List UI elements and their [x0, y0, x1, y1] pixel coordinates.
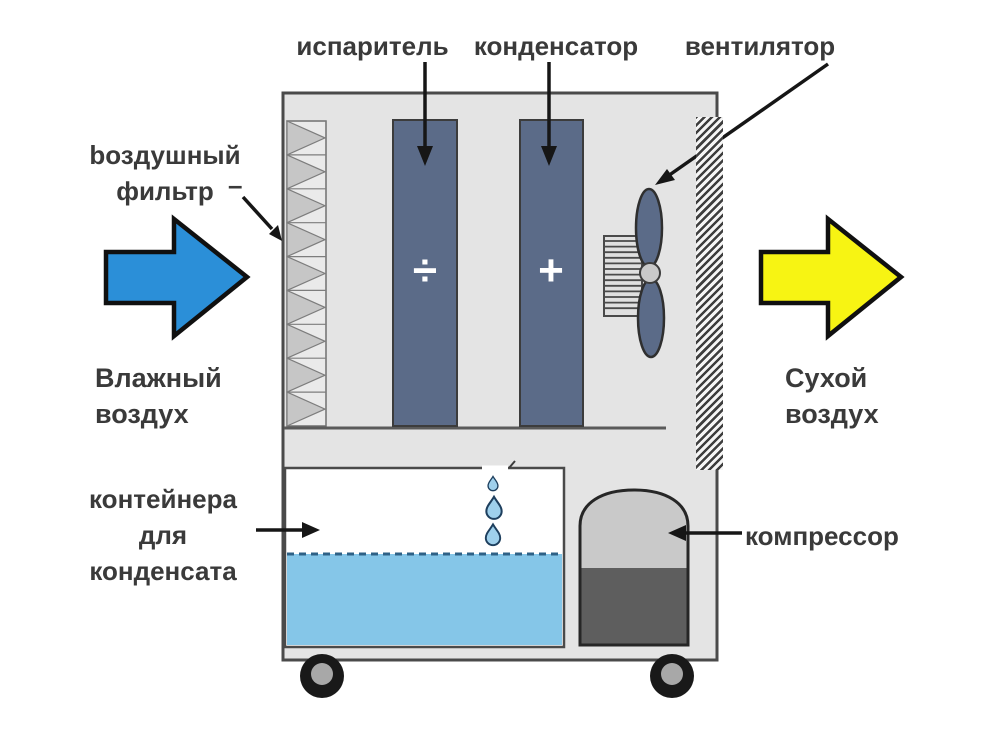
fan-arrow-head: [655, 169, 675, 185]
label-dry-air-line2: воздух: [785, 399, 879, 429]
label-air-filter: bоздушный фильтр: [60, 137, 270, 209]
fan-arrow-line: [666, 62, 830, 178]
humid-air-arrow: [103, 214, 251, 341]
label-air-filter-line2: фильтр: [116, 176, 214, 206]
label-condensate-line1: контейнера: [89, 484, 237, 514]
label-humid-air-line1: Влажный: [95, 363, 222, 393]
grille-lines: [605, 240, 641, 310]
label-condensate-line2: для: [138, 520, 188, 550]
label-dry-air: Сухой воздух: [785, 360, 879, 432]
label-evaporator: испаритель: [296, 31, 449, 61]
callout-arrows: [241, 62, 830, 541]
label-humid-air-line2: воздух: [95, 399, 189, 429]
filter-arrow-head: [269, 225, 282, 241]
compressor-bottom: [580, 568, 688, 645]
fan-motor-grille: [603, 235, 643, 317]
label-compressor: компрессор: [745, 521, 899, 551]
filter-pleats: [286, 120, 327, 427]
condensate-water: [287, 554, 562, 645]
label-condensate-line3: конденсата: [89, 556, 237, 586]
filter-callout-dash: –: [228, 170, 243, 200]
condensate-droplets: [484, 475, 503, 547]
label-humid-air: Влажный воздух: [95, 360, 222, 432]
evaporator-symbol: ÷: [413, 246, 437, 295]
evaporator-arrow-head: [417, 146, 433, 166]
evaporator-coil: [392, 119, 458, 427]
droplet-lower: [484, 522, 502, 547]
droplet-small: [487, 475, 499, 492]
caster-right: [650, 654, 694, 698]
tank-gap-tick: [508, 460, 516, 469]
caster-left-hub: [311, 663, 333, 685]
outlet-louvers: [696, 117, 723, 470]
condenser-coil: [519, 119, 584, 427]
caster-left: [300, 654, 344, 698]
filter-arrow-line: [241, 195, 274, 231]
label-condenser: конденсатор: [473, 31, 639, 61]
tank-arrow-head: [302, 522, 320, 538]
condenser-arrow-head: [541, 146, 557, 166]
label-condensate-container: контейнера для конденсата: [58, 481, 268, 589]
fan-hub: [639, 262, 661, 284]
droplet-medium: [485, 494, 503, 520]
condenser-symbol: +: [538, 246, 564, 295]
caster-right-hub: [661, 663, 683, 685]
compressor-arrow-head: [668, 525, 686, 541]
label-dry-air-line1: Сухой: [785, 363, 868, 393]
dry-air-arrow: [758, 214, 905, 341]
label-air-filter-line1: bоздушный: [89, 140, 241, 170]
compressor-outline: [578, 488, 690, 647]
fan-blade-top: [634, 187, 664, 269]
label-fan: вентилятор: [684, 31, 836, 61]
fan-blade-bottom: [636, 277, 666, 359]
